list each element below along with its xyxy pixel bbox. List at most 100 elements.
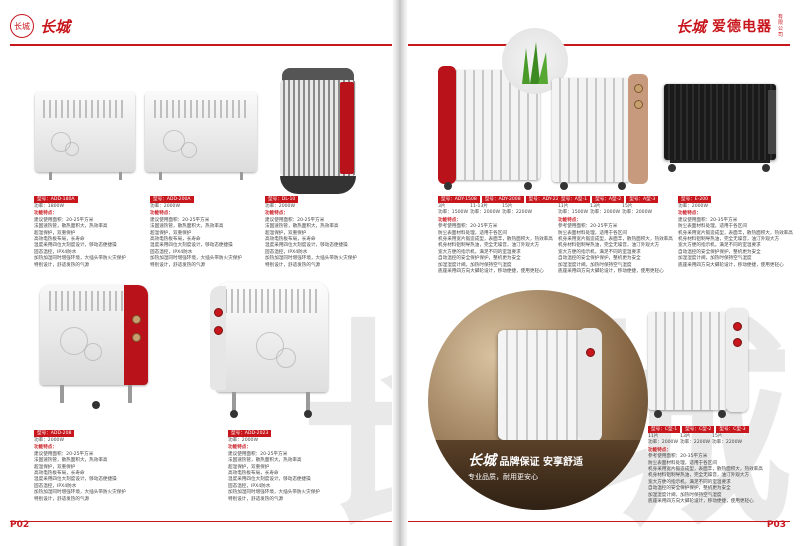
control-knob-icon xyxy=(733,322,742,331)
feature-line: 建议使用面积：20-25平方米 xyxy=(34,451,94,457)
feature-line: 特别设计，舒适发热的气源 xyxy=(150,262,206,268)
spec-cell: 11片 xyxy=(558,204,569,209)
feature-line: 法国速热管，散热面积大，热效率高 xyxy=(34,458,108,464)
features-title: 功能特点： xyxy=(678,211,701,217)
feature-line: 法国速热管，散热面积大，热效率高 xyxy=(150,224,224,230)
heater-vents xyxy=(153,100,249,118)
features-title: 功能特点： xyxy=(558,217,581,223)
spec-cell: 功率：2200W xyxy=(680,440,711,446)
heater-leg xyxy=(159,172,162,180)
product-image-dl10 xyxy=(272,68,364,196)
product-image-c-type xyxy=(648,306,752,422)
product-image-add208 xyxy=(40,285,152,415)
heater-fins xyxy=(648,312,728,410)
wheel-icon xyxy=(304,410,312,418)
floor-shade xyxy=(428,440,648,510)
feature-line: 特别设计，舒适发热的气源 xyxy=(265,262,321,268)
control-knob-icon xyxy=(132,333,141,342)
spec-cell: 15片 xyxy=(622,204,633,209)
heater-leg xyxy=(128,385,132,403)
wheel-icon xyxy=(444,182,452,190)
feature-line: 高效电热板布局，长寿命 xyxy=(150,237,201,243)
control-knob-icon xyxy=(634,100,643,109)
brand-name: 爱德电器 xyxy=(712,19,772,35)
feature-line: 加湿湿度计阀，加热时保持空气湿度 xyxy=(678,256,752,262)
heater-leg xyxy=(232,392,236,412)
product-image-a-type xyxy=(552,72,652,192)
spec-add208: 型号：ADD-208 功率：2000W 功能特点： 建议使用面积：20-25平方… xyxy=(34,430,154,503)
spec-add200a: 型号：ADD-200A 功率：2000W 功能特点： 建议使用面积：20-25平… xyxy=(150,196,258,269)
feature-line: 底座采用四方向大脚轮设计，移动便捷，使用更轻心 xyxy=(678,262,784,268)
model-tag: 型号：C型-3 xyxy=(716,426,749,433)
feature-line: 防尘表面材料处理，适用于各区间 xyxy=(558,230,627,236)
feature-line: 底座采用四方向大脚轮设计，移动便捷，使用更轻心 xyxy=(438,269,544,275)
feature-line: 机身采用宽片锻造成型，表面丰，散热面积大，热效率高 xyxy=(648,467,763,473)
slogan-line1: 品牌保证 安享舒适 xyxy=(499,457,583,468)
feature-line: 建议使用面积：20-35平方米 xyxy=(678,217,738,223)
product-image-add2023 xyxy=(210,282,330,422)
feature-line: 加湿湿度计阀，加热时保持空气湿度 xyxy=(558,262,632,268)
spec-c-type-group: 型号：C型-1 型号：C型-2 型号：C型-3 11片 13片 15片 功率：2… xyxy=(648,426,763,505)
features-title: 功能特点： xyxy=(34,445,57,451)
right-header-line xyxy=(402,44,790,46)
feature-line: 高效电热板布局，长寿命 xyxy=(228,471,279,477)
heater-fins xyxy=(552,78,630,182)
feature-line: 机身材料铝制导热油，完全无噪音，油汀外观大方 xyxy=(438,243,540,249)
model-tag: 型号：C型-1 xyxy=(648,426,681,433)
slogan-brand: 长城 xyxy=(468,453,496,469)
feature-line: 固态温控，IPX4防水 xyxy=(150,249,193,255)
flower-decor xyxy=(181,142,197,158)
spec-table: 3片 11-13片 15片 功率：1500W 功率：2000W 功率：2200W xyxy=(438,204,534,217)
feature-line: 参考使用面积：20-25平方米 xyxy=(438,224,498,230)
heater-control-side xyxy=(726,308,748,412)
slogan-line2: 专业品质，耐用更安心 xyxy=(468,473,538,481)
feature-line: 自动温控的安全保护保护，整机更为安全 xyxy=(648,486,731,492)
model-tag: 型号：ADD-208 xyxy=(34,430,75,437)
spec-line: 功率：2000W xyxy=(265,204,296,209)
feature-line: 防尘表面材料处理，适用于各区间 xyxy=(438,230,507,236)
feature-line: 自动温控的安全保护保护，整机更为安全 xyxy=(678,249,761,255)
heater-vents xyxy=(43,100,127,118)
flower-decor xyxy=(65,142,79,156)
right-footer-line xyxy=(402,521,790,522)
feature-line: 加热加湿同时增强环境，大插头带防火灾保护 xyxy=(228,490,320,496)
heater-base xyxy=(280,176,356,194)
feature-line: 超温保护，双重保护 xyxy=(150,230,192,236)
feature-line: 固态温控，IPX4防水 xyxy=(265,249,308,255)
feature-line: 底座采用四方向大脚轮设计，移动便捷，使用更轻心 xyxy=(558,269,664,275)
wheel-icon xyxy=(230,410,238,418)
feature-line: 特别设计，舒适发热的气源 xyxy=(228,496,284,502)
features-title: 功能特点： xyxy=(150,211,173,217)
heater-red-cap xyxy=(438,66,456,184)
control-knob-icon xyxy=(634,84,643,93)
flower-decor xyxy=(256,332,284,360)
spec-line: 功率：2000W xyxy=(228,438,259,443)
feature-line: 特别设计，舒适发热的气源 xyxy=(34,262,90,268)
heater-vents xyxy=(48,291,140,311)
wheel-icon xyxy=(560,182,568,190)
control-knob-icon xyxy=(733,338,742,347)
feature-line: 底座采用四方向大脚轮设计，移动便捷，使用更轻心 xyxy=(648,499,754,505)
model-tag: 型号：ADD-200A xyxy=(150,196,194,203)
left-header-logo: 长城 长城 xyxy=(10,14,70,38)
feature-line: 高效电热板布局，长寿命 xyxy=(34,471,85,477)
wheel-icon xyxy=(668,164,676,172)
brand-brush-logo: 长城 xyxy=(675,17,706,36)
feature-line: 法国速热管，散热面积大，热效率高 xyxy=(265,224,339,230)
model-tag: 型号：ADY-1508 xyxy=(438,196,480,203)
heater-panel xyxy=(216,282,328,392)
spec-add2023: 型号：ADD-2023 功率：2000W 功能特点： 建议使用面积：20-25平… xyxy=(228,430,358,503)
heater-leg xyxy=(49,172,52,180)
model-tag: 型号：A型-3 xyxy=(626,196,659,203)
brand-sub: 有限公司 xyxy=(778,14,784,38)
feature-line: 超温保护，双重保护 xyxy=(34,464,76,470)
feature-line: 加热加湿同时增强环境，大插头带防火灾保护 xyxy=(34,490,126,496)
spec-line: 功率：1800W xyxy=(34,204,65,209)
feature-line: 宽大方便的指示机，满足不同的室温要求 xyxy=(438,249,521,255)
spec-cell: 功率：2200W xyxy=(712,440,743,446)
control-knob-icon xyxy=(214,326,223,335)
heater-panel xyxy=(664,84,776,160)
features-title: 功能特点： xyxy=(438,217,461,223)
model-tag: 型号：DL-10 xyxy=(265,196,299,203)
wheel-icon xyxy=(762,164,770,172)
